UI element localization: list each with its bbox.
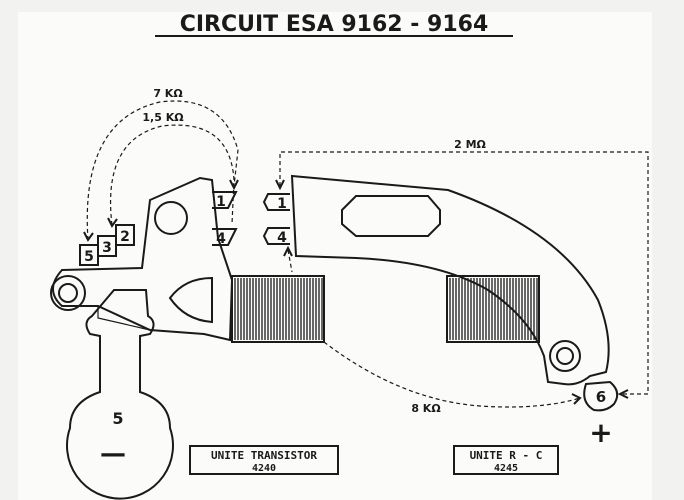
mounting-hole-inner [58,283,78,303]
arrow-1-5k [107,217,118,228]
right-coil-windings [449,278,538,340]
transistor-lens-shape [168,276,213,324]
terminal-3-label: 3 [102,240,112,256]
diagram-title: CIRCUIT ESA 9162 - 9164 [180,12,489,37]
arrow-7k [229,179,239,191]
connection-2m [279,151,649,395]
rc-window [341,195,441,237]
resistance-1-5k-label: 1,5 KΩ [142,111,184,124]
rc-unit-name: UNITE R - C [470,449,543,462]
rc-terminal-1-box [262,193,290,211]
terminal-6-label: 6 [596,388,606,406]
rc-terminal-4-label: 4 [277,230,287,246]
transistor-terminals: 1 4 [212,191,238,247]
diagram-sheet [18,12,652,500]
transistor-terminal-1-label: 1 [216,194,226,210]
arrow-2m-start [275,179,285,191]
left-coil [231,275,325,343]
rc-terminal-1-label: 1 [277,196,287,212]
transistor-round-hole [154,201,188,235]
transistor-unit-label-box: UNITE TRANSISTOR 4240 [189,445,339,475]
negative-terminal-stem [66,289,174,500]
transistor-terminal-1-box [212,191,238,209]
right-coil [446,275,540,343]
rc-screw-inner [556,347,574,365]
transistor-terminal-4-label: 4 [216,231,226,247]
mounting-hole-outer [50,275,86,311]
rc-unit-label-box: UNITE R - C 4245 [453,445,559,475]
rc-screw-outer [549,340,581,372]
connection-rc4-coil [287,249,293,273]
rc-unit-code: 4245 [494,463,518,474]
resistance-8k-label: 8 KΩ [411,402,441,415]
resistance-7k-label: 7 KΩ [153,87,183,100]
rc-terminals: 1 4 [262,193,290,246]
arrow-7k-start [83,231,94,242]
terminal-box-2 [115,224,135,246]
connection-8k [323,341,581,408]
terminal-5-label: 5 [84,249,94,265]
negative-polarity-sign: — [100,439,126,469]
left-coil-windings [234,278,323,340]
transistor-unit-code: 4240 [252,463,276,474]
arrow-8k [571,393,582,405]
transistor-unit-name: UNITE TRANSISTOR [211,449,317,462]
terminal-block-532: 5 3 2 [79,224,135,266]
connection-1-5k [110,124,235,226]
arrow-2m-end [617,389,629,399]
connection-7k [86,100,239,241]
rc-terminal-4-box [262,227,290,245]
resistance-2m-label: 2 MΩ [454,138,486,151]
transistor-terminal-4-box [212,228,238,246]
bulb-terminal-5-label: 5 [112,409,123,428]
positive-polarity-sign: + [589,416,612,449]
terminal-6-tab [583,380,619,412]
arrow-rc4 [283,245,293,257]
terminal-2-label: 2 [120,229,130,245]
